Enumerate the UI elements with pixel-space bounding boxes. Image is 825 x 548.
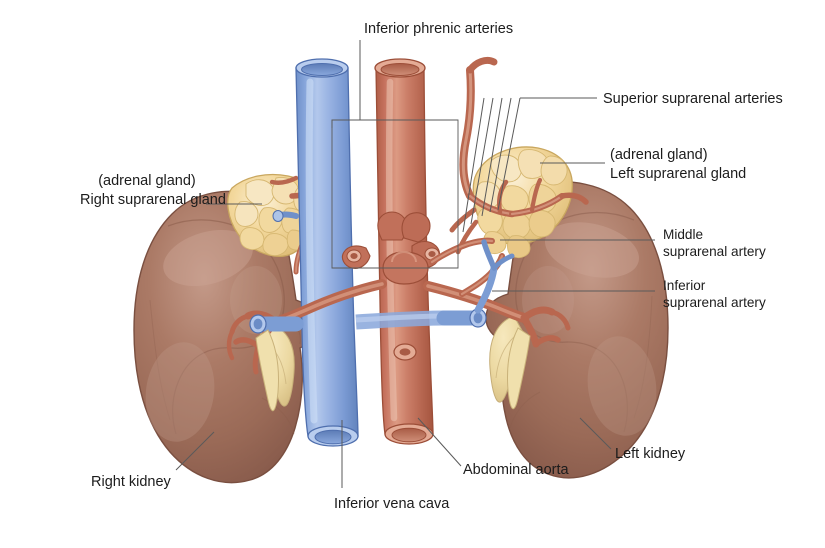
label-line: Inferior phrenic arteries: [364, 21, 514, 37]
ureter-right: [255, 329, 279, 412]
label-line: Middle: [663, 227, 704, 242]
label-line: Left kidney: [615, 446, 686, 462]
label-line: Right kidney: [91, 474, 171, 490]
label-line: (adrenal gland): [98, 173, 196, 189]
label-left-kidney: Left kidney: [615, 445, 685, 464]
label-line: Right suprarenal gland: [80, 191, 226, 208]
leader-lines: [175, 40, 655, 488]
label-right-suprarenal-gland: (adrenal gland) Right suprarenal gland: [80, 172, 226, 209]
label-inferior-phrenic-arteries: Inferior phrenic arteries: [364, 20, 513, 39]
label-line: suprarenal artery: [663, 295, 766, 311]
ureter-left: [507, 327, 531, 410]
label-line: Left suprarenal gland: [610, 165, 747, 182]
label-line: Superior suprarenal arteries: [603, 91, 783, 107]
inferior-vena-cava: [295, 58, 359, 447]
abdominal-aorta: [374, 58, 434, 445]
celiac-trunk: [341, 211, 441, 269]
label-right-kidney: Right kidney: [91, 473, 171, 492]
label-line: Inferior vena cava: [334, 496, 450, 512]
label-line: (adrenal gland): [610, 147, 708, 163]
label-inferior-vena-cava: Inferior vena cava: [334, 495, 449, 514]
label-inferior-suprarenal-artery: Inferior suprarenal artery: [663, 277, 766, 312]
label-superior-suprarenal-arteries: Superior suprarenal arteries: [603, 90, 783, 109]
label-line: Inferior: [663, 278, 706, 293]
label-line: suprarenal artery: [663, 244, 766, 260]
left-kidney: [485, 181, 669, 479]
label-line: Abdominal aorta: [463, 462, 569, 478]
label-abdominal-aorta: Abdominal aorta: [463, 461, 569, 480]
renal-veins: [249, 210, 515, 334]
label-middle-suprarenal-artery: Middle suprarenal artery: [663, 226, 766, 261]
label-left-suprarenal-gland: (adrenal gland) Left suprarenal gland: [610, 146, 746, 183]
